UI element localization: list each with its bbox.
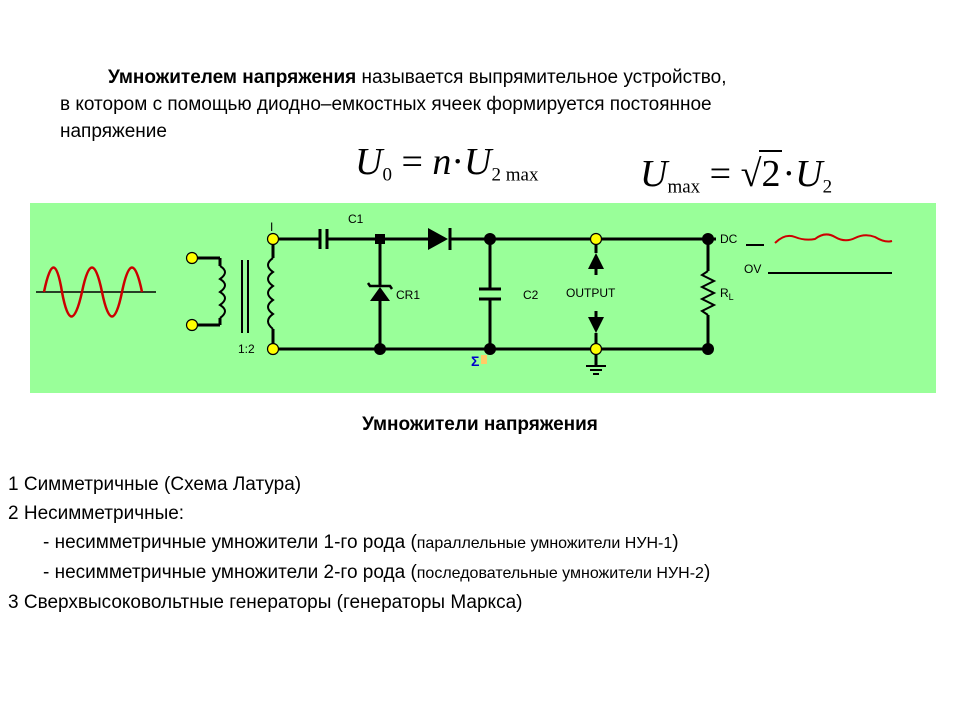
input-sine-wave xyxy=(42,266,144,318)
sigma-probe-icon: Σ xyxy=(471,353,479,369)
intro-term: Умножителем напряжения xyxy=(108,67,357,88)
formula2-eq: = xyxy=(709,153,732,195)
label-rl: RL xyxy=(720,286,734,302)
label-dc: DC xyxy=(720,232,738,246)
formula1-n: n xyxy=(432,141,452,183)
formula2-dot: · xyxy=(782,153,796,195)
formula-max-voltage: Umax = √2·U2 xyxy=(640,150,832,199)
label-cr1: CR1 xyxy=(396,288,420,302)
series-diode-icon xyxy=(428,228,448,250)
dc-output-trace xyxy=(774,233,893,244)
label-c1: C1 xyxy=(348,212,364,226)
formula1-lhs-sub: 0 xyxy=(382,164,392,186)
output-arrow-down-icon xyxy=(588,317,604,333)
label-ratio: 1:2 xyxy=(238,342,255,356)
circuit-nodes xyxy=(185,232,714,356)
cr1-diode-icon xyxy=(370,287,390,301)
intro-paragraph: Умножителем напряжения называется выпрям… xyxy=(60,64,910,145)
intro-line-3: напряжение xyxy=(60,121,167,142)
rl-resistor-icon xyxy=(699,270,717,316)
sigma-probe-body xyxy=(481,355,487,364)
intro-line-1: Умножителем напряжения называется выпрям… xyxy=(60,64,910,91)
list-subitem: - несимметричные умножители 2-го рода (п… xyxy=(43,562,711,583)
formula-output-voltage: U0 = n·U2 max xyxy=(355,140,538,187)
intro-line-1-rest: называется выпрямительное устройство, xyxy=(356,67,727,88)
list-item: 1 Симметричные (Схема Латура) xyxy=(8,474,302,495)
formula2-rhs-sub: 2 xyxy=(822,176,833,198)
formula2-root-sign: √ xyxy=(740,153,762,195)
primary-winding xyxy=(218,265,226,319)
list-item: 2 Несимметричные: xyxy=(8,503,185,524)
label-c2: C2 xyxy=(523,288,539,302)
formula1-rhs-sub: 2 max xyxy=(491,164,539,186)
formula1-rhs: U xyxy=(464,141,492,183)
label-ov: OV xyxy=(744,262,761,276)
formula1-lhs: U xyxy=(355,141,383,183)
formula2-rhs: U xyxy=(795,153,823,195)
label-i: I xyxy=(270,220,273,234)
formula1-eq: = xyxy=(401,141,423,183)
list-item: 3 Сверхвысоковольтные генераторы (генера… xyxy=(8,592,523,613)
label-output: OUTPUT xyxy=(566,286,616,300)
intro-line-2: в котором с помощью диодно–емкостных яче… xyxy=(60,94,712,115)
voltage-doubler-circuit: Σ I 1:2 C1 CR1 C2 OUTPUT RL DC OV xyxy=(30,203,936,393)
formula2-lhs: U xyxy=(640,153,668,195)
section-heading: Умножители напряжения xyxy=(362,414,598,435)
formula2-radicand: 2 xyxy=(759,150,783,196)
formula1-dot: · xyxy=(451,141,465,183)
secondary-winding xyxy=(267,257,275,330)
output-arrow-up-icon xyxy=(588,253,604,269)
list-subitem: - несимметричные умножители 1-го рода (п… xyxy=(43,532,679,553)
multiplier-types-list: 1 Симметричные (Схема Латура) 2 Несиммет… xyxy=(8,470,710,617)
formula2-lhs-sub: max xyxy=(667,176,701,198)
cr1-diode-bar xyxy=(366,282,394,290)
